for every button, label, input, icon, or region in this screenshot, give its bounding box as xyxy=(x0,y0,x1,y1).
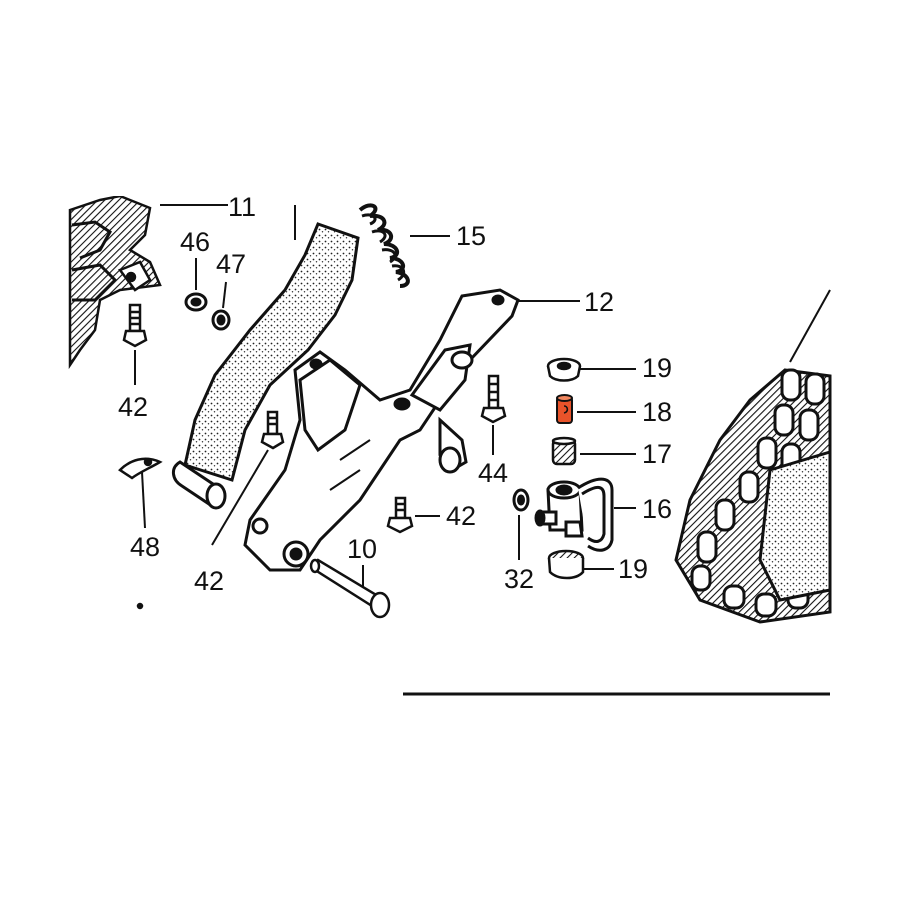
arm-part xyxy=(172,205,360,510)
callout-10: 10 xyxy=(347,534,377,564)
callout-42-bottom: 42 xyxy=(194,566,224,596)
callout-16: 16 xyxy=(642,494,672,524)
washer-47 xyxy=(211,281,231,331)
callout-32: 32 xyxy=(504,564,534,594)
nut-46 xyxy=(184,258,208,312)
callout-19-upper: 19 xyxy=(642,353,672,383)
rubber-cap-19-upper xyxy=(546,357,636,382)
crankcase-cover-part xyxy=(68,194,228,370)
callout-42-center: 42 xyxy=(446,501,476,531)
callout-44: 44 xyxy=(478,458,508,488)
washer-32 xyxy=(512,488,530,560)
joint-16 xyxy=(534,477,636,552)
top-mask xyxy=(0,0,900,196)
bolt-44 xyxy=(480,374,507,455)
collar-18-highlighted xyxy=(556,394,636,424)
bolt-42-mid xyxy=(211,410,285,546)
bolt-42-left xyxy=(122,303,148,385)
bolt-42-center xyxy=(386,496,440,534)
filter-17 xyxy=(551,436,636,466)
callout-42-left: 42 xyxy=(118,392,148,422)
callout-labels: 11 15 46 47 12 19 18 17 16 19 42 44 42 4… xyxy=(118,192,672,596)
drive-chain xyxy=(674,289,832,624)
clip-48 xyxy=(118,457,163,610)
callout-18: 18 xyxy=(642,397,672,427)
pin-10 xyxy=(309,558,391,619)
callout-19-lower: 19 xyxy=(618,554,648,584)
callout-48: 48 xyxy=(130,532,160,562)
spring-15 xyxy=(358,203,450,288)
callout-47: 47 xyxy=(216,249,246,279)
callout-11: 11 xyxy=(228,192,256,222)
callout-15: 15 xyxy=(456,221,486,251)
main-bracket xyxy=(243,288,580,572)
callout-46: 46 xyxy=(180,227,210,257)
callout-17: 17 xyxy=(642,439,672,469)
callout-12: 12 xyxy=(584,287,614,317)
rubber-cap-19-lower xyxy=(547,549,614,580)
